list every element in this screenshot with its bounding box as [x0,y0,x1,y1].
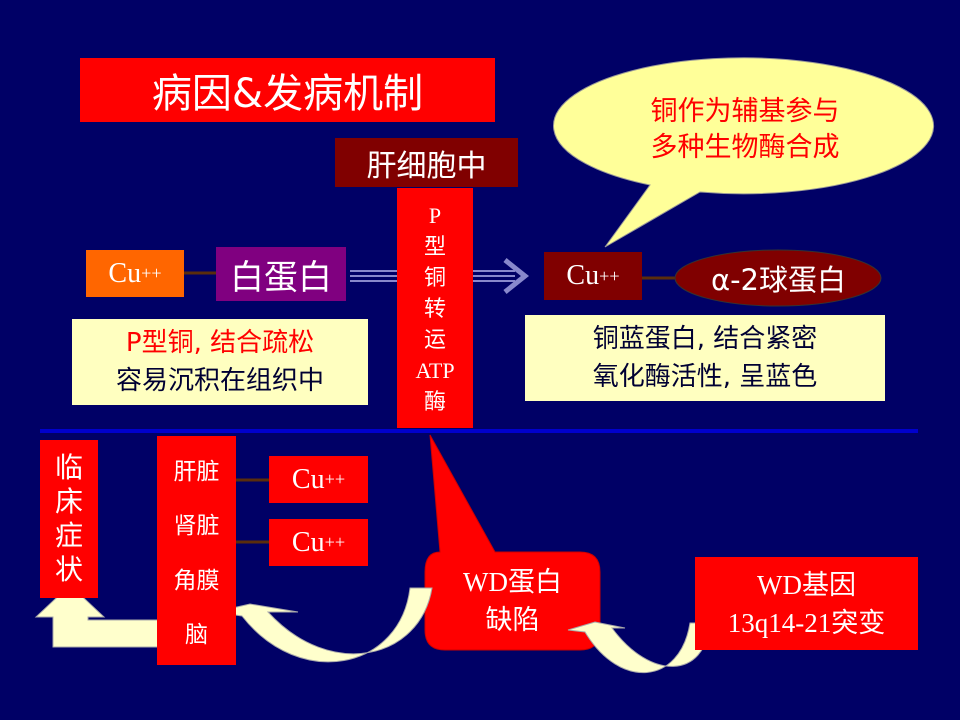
symptoms-char: 床 [54,485,83,518]
cu-charge: ++ [324,469,346,489]
organ-kidney: 肾脏 [173,513,220,540]
note-right-line-2: 氧化酶活性, 呈蓝色 [592,362,818,392]
transport-arrow [350,258,530,294]
wd-protein-callout-shape [424,434,601,651]
bubble-line-2: 多种生物酶合成 [650,132,840,163]
organs-box: 肝脏 肾脏 角膜 脑 [157,436,236,665]
atpase-char: 型 [423,233,446,259]
curved-arrow-shape [567,621,711,673]
atpase-char: 运 [423,326,446,352]
cu-symbol: Cu [291,463,325,495]
cu-symbol: Cu [108,257,142,289]
atpase-box: P 型 铜 转 运 ATP 酶 [397,188,473,428]
copper-ion-box: Cu++ [544,252,642,300]
symptoms-char: 临 [54,451,83,484]
atpase-char: ATP [415,357,455,383]
wd-gene-box: WD基因 13q14-21突变 [695,557,918,650]
copper-ion-box: Cu++ [269,519,368,566]
organ-cornea: 角膜 [173,567,220,594]
organ-brain: 脑 [185,621,208,648]
wd-protein-line-1: WD蛋白 [463,567,562,597]
note-right-line-1: 铜蓝蛋白, 结合紧密 [592,324,818,354]
symptoms-char: 状 [54,553,83,586]
albumin-box: 白蛋白 [216,247,346,301]
alpha-globulin-shape [674,249,882,307]
page-title: 病因&发病机制 [80,58,495,122]
symptoms-char: 症 [54,519,83,552]
wd-gene-line-2: 13q14-21突变 [727,607,886,638]
atpase-char: P [428,202,442,228]
wd-protein-label: WD蛋白 缺陷 [425,552,600,650]
speech-bubble-shape [553,57,935,248]
cu-charge: ++ [324,532,346,552]
l-arrow-shape [34,584,161,648]
bubble-line-1: 铜作为辅基参与 [650,96,840,127]
cu-symbol: Cu [291,526,325,558]
note-right: 铜蓝蛋白, 结合紧密 氧化酶活性, 呈蓝色 [525,315,885,401]
copper-ion-box: Cu++ [269,456,368,503]
copper-ion-box: Cu++ [86,250,184,297]
organ-liver: 肝脏 [173,459,220,486]
wd-protein-line-2: 缺陷 [485,605,540,635]
cu-charge: ++ [141,263,162,283]
wd-gene-line-1: WD基因 [757,569,856,600]
symptoms-box: 临 床 症 状 [40,440,98,598]
note-left-line-2: 容易沉积在组织中 [115,366,324,396]
speech-bubble-text: 铜作为辅基参与 多种生物酶合成 [580,90,910,170]
note-left: P型铜, 结合疏松 容易沉积在组织中 [72,319,368,405]
note-left-line-1: P型铜, 结合疏松 [125,328,315,358]
atpase-char: 转 [423,295,446,321]
alpha-globulin-label: α-2球蛋白 [710,263,847,297]
cu-symbol: Cu [566,260,600,291]
curved-arrow-shape [214,587,433,663]
atpase-char: 铜 [423,264,446,290]
atpase-char: 酶 [423,388,446,414]
location-label: 肝细胞中 [335,138,518,187]
cu-charge: ++ [599,265,620,286]
